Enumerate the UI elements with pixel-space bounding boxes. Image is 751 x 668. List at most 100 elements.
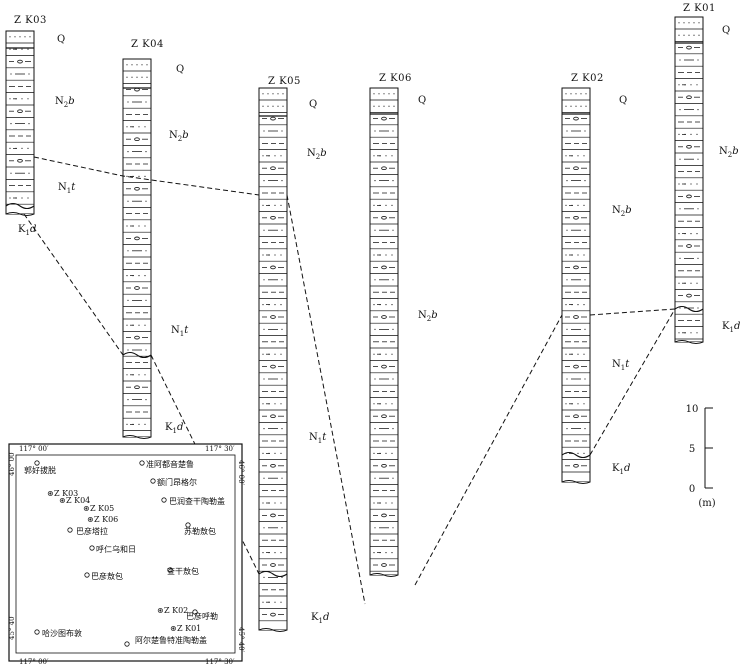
silt-dot [262,601,264,603]
concretion-mark [134,186,140,191]
silt-dot [127,151,129,153]
sand-dot [146,76,148,78]
silt-dot [577,353,579,355]
formation-label-n2b: N2b [418,310,438,323]
silt-dot [145,151,147,153]
silt-dot [281,328,283,330]
borehole-zk02 [561,87,591,484]
concretion-mark [134,236,140,241]
silt-dot [583,452,585,454]
silt-dot [281,229,283,231]
formation-label-k1d: K1d [311,612,329,625]
settlement-marker [161,497,167,503]
sand-dot [378,93,380,95]
settlement-name: 阿尔楚鲁特准陶勒盖 [135,635,207,645]
silt-dot [262,502,264,504]
correlation-n1t-06-02 [414,314,563,586]
silt-dot [280,403,282,405]
silt-dot [145,349,147,351]
silt-dot [392,180,394,182]
silt-dot [274,155,276,157]
settlement-marker [34,460,40,466]
sand-dot [126,64,128,66]
silt-dot [690,282,692,284]
sand-dot [393,105,395,107]
sand-dot [262,105,264,107]
silt-dot [385,403,387,405]
borehole-base [369,573,399,577]
sand-dot [373,105,375,107]
borehole-location-label: Z K03 [54,489,78,498]
silt-dot [262,452,264,454]
silt-dot [385,254,387,256]
silt-dot [373,403,375,405]
silt-dot [690,133,692,135]
silt-dot [262,254,264,256]
silt-dot [385,304,387,306]
borehole-name: Z K06 [379,73,412,84]
concretion-mark [270,116,276,121]
silt-dot [584,180,586,182]
silt-dot [126,275,128,277]
silt-dot [281,180,283,182]
formation-label-k1d: K1d [612,463,630,476]
silt-dot [263,378,265,380]
borehole-name: Z K01 [683,3,716,14]
silt-dot [144,225,146,227]
silt-dot [280,155,282,157]
silt-dot [385,552,387,554]
silt-dot [9,197,11,199]
concretion-mark [573,463,579,468]
silt-dot [127,299,129,301]
sand-dot [383,93,385,95]
sand-dot [585,105,587,107]
sand-dot [678,22,680,24]
silt-dot [27,197,29,199]
concretion-mark [134,286,140,290]
silt-dot [28,73,30,75]
borehole-zk03 [5,30,35,216]
unconformity-wavy-line [674,305,704,313]
concretion-mark [381,414,387,419]
silt-dot [126,225,128,227]
sand-dot [19,36,21,38]
silt-dot [373,304,375,306]
silt-dot [391,353,393,355]
silt-dot [696,183,698,185]
settlement-name: 巴润查干陶勒盖 [169,496,225,506]
silt-dot [678,332,680,334]
settlement-name: 巴彦敖包 [91,571,123,581]
silt-dot [678,133,680,135]
settlement-name: 巴彦呼勒 [186,611,218,621]
sand-dot [580,105,582,107]
silt-dot [583,353,585,355]
inset-lon-left-top: 117° 00′ [19,445,49,453]
silt-dot [262,403,264,405]
sand-dot [683,34,685,36]
silt-dot [127,200,129,202]
silt-dot [374,428,376,430]
scale-tick-label: 10 [686,404,699,415]
borehole-column-frame [5,30,35,215]
sand-dot [575,105,577,107]
silt-dot [262,304,264,306]
silt-dot [281,428,283,430]
borehole-column-frame [122,58,152,438]
correlation-n1t-05-06 [286,194,366,605]
sand-dot [267,93,269,95]
sand-dot [136,76,138,78]
sand-dot [570,93,572,95]
silt-dot [391,204,393,206]
silt-dot [145,299,147,301]
silt-dot [374,180,376,182]
sand-dot [585,93,587,95]
silt-dot [126,324,128,326]
silt-dot [583,403,585,405]
concretion-mark [686,244,692,248]
silt-dot [584,378,586,380]
concretion-mark [270,265,276,270]
sand-dot [388,105,390,107]
sand-dot [378,105,380,107]
